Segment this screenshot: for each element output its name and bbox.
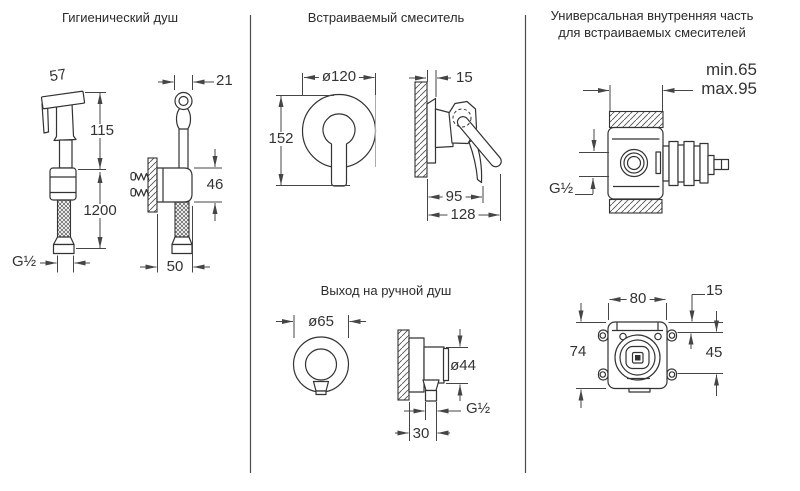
column3-title-line2: для встраиваемых смесителей (558, 25, 746, 40)
dim-label-outlet-body-diameter: ø44 (450, 357, 476, 374)
dim-label-depth-min: min.65 (705, 60, 757, 79)
hidden-pivot-circle (452, 108, 472, 128)
dim-label-mixer-diameter: ø120 (318, 69, 360, 84)
mounting-screws (130, 171, 150, 197)
outlet-front-view (276, 315, 366, 396)
dim-label-valve-width: 80 (626, 291, 650, 306)
dim-label-mixer-plate-depth: 15 (456, 69, 473, 86)
dim-label-holder-depth: 50 (166, 258, 184, 275)
mixer-lever (456, 116, 502, 168)
dim-label-ear-offset: 15 (706, 282, 723, 299)
wall-hatch (397, 329, 410, 401)
dim-label-hook-width: 21 (216, 72, 233, 89)
outlet-subtitle: Выход на ручной душ (320, 283, 452, 298)
column1-title: Гигиенический душ (61, 10, 179, 25)
dim-label-sprayer-height: 115 (87, 123, 117, 138)
outlet-side-view (395, 329, 468, 441)
wall-hatch (608, 198, 663, 214)
dim-label-valve-height: 74 (569, 343, 587, 360)
valve-front-view (576, 294, 723, 408)
mixer-front-view (276, 73, 377, 187)
dim-label-mixer-total-depth: 128 (447, 207, 479, 222)
dim-label-depth-max: max.95 (701, 79, 757, 98)
wall-hatch (414, 81, 428, 178)
column2-title: Встраиваемый смеситель (307, 10, 465, 25)
mixer-side-view (409, 70, 502, 221)
hand-shower-sprayer-drawing (40, 90, 106, 273)
valve-side-view (575, 85, 730, 214)
dim-label-outlet-diameter: ø65 (308, 313, 334, 330)
dim-label-hose-length: 1200 (80, 203, 120, 218)
column3-title-line1: Универсальная внутренняя часть (550, 8, 754, 23)
dim-label-sprayer-width: 57 (48, 65, 68, 86)
dim-label-ear-spacing: 45 (705, 344, 723, 361)
dim-label-sprayer-thread: G½ (12, 253, 37, 270)
dim-label-holder-height: 46 (206, 176, 224, 193)
dim-label-mixer-body-depth: 95 (442, 189, 466, 204)
dim-label-valve-thread: G½ (549, 180, 574, 197)
dim-label-mixer-height: 152 (265, 131, 297, 146)
dim-label-outlet-thread: G½ (466, 400, 491, 417)
wall-hatch (147, 157, 158, 213)
wall-hatch (608, 110, 664, 129)
shower-holder-drawing (130, 75, 222, 273)
dim-label-outlet-wall-offset: 30 (412, 425, 430, 442)
cartridge (662, 140, 730, 187)
